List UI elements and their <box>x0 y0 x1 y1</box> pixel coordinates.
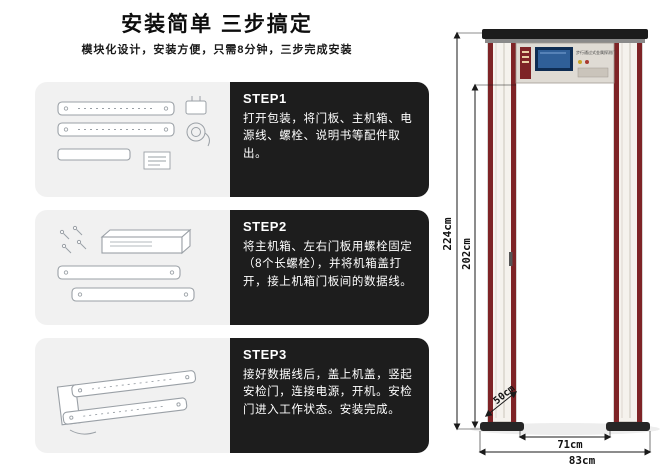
step1-illustration <box>35 82 230 197</box>
screws-icon <box>59 225 86 253</box>
step-row-2: STEP2 将主机箱、左右门板用螺栓固定（8个长螺栓），并将机箱盖打开，接上机箱… <box>35 210 429 325</box>
brand-badge <box>520 47 531 79</box>
step-row-1: STEP1 打开包装，将门板、主机箱、电源线、螺栓、说明书等配件取出。 <box>35 82 429 197</box>
dimension-lines <box>453 31 652 456</box>
outer-width-label: 83cm <box>569 454 596 466</box>
head-label: 步行通过式金属探测门 <box>576 49 616 55</box>
assembled-frame-icon <box>56 369 196 435</box>
manual-icon <box>143 151 170 169</box>
step3-text: 接好数据线后，盖上机盖，竖起安检门，连接电源，开机。安检门进入工作状态。安装完成… <box>243 369 413 416</box>
step3-label: STEP3 <box>243 347 287 362</box>
inner-height-label: 202cm <box>461 238 473 270</box>
step2-text: 将主机箱、左右门板用螺栓固定（8个长螺栓），并将机箱盖打开，接上机箱门板间的数据… <box>243 241 413 288</box>
step3-illustration <box>35 338 230 453</box>
right-pillar <box>613 35 643 423</box>
step2-illustration <box>35 210 230 325</box>
cable-icon <box>69 429 96 435</box>
power-adapter-icon <box>185 95 210 146</box>
step1-panel: STEP1 打开包装，将门板、主机箱、电源线、螺栓、说明书等配件取出。 <box>230 82 429 197</box>
left-pillar <box>487 35 517 423</box>
step2-panel: STEP2 将主机箱、左右门板用螺栓固定（8个长螺栓），并将机箱盖打开，接上机箱… <box>230 210 429 325</box>
metal-detector-image: 步行通过式金属探测门 224cm 202cm 50cm 71cm 83cm <box>441 29 660 466</box>
step2-label: STEP2 <box>243 219 287 234</box>
inner-width-label: 71cm <box>557 439 582 451</box>
outer-height-label: 224cm <box>441 217 454 250</box>
page-subtitle: 模块化设计，安装方便，只需8分钟，三步完成安装 <box>81 44 353 56</box>
main-unit-box-icon <box>100 228 191 254</box>
bolt-assembly-icon <box>56 225 195 302</box>
step1-label: STEP1 <box>243 91 287 106</box>
indicator-dot-red <box>585 60 589 64</box>
detector-head: 步行通过式金属探测门 <box>482 29 648 84</box>
lcd-display <box>535 47 573 71</box>
right-foot <box>606 422 650 431</box>
indicator-dot-yellow <box>578 60 582 64</box>
control-panel <box>577 67 609 78</box>
page-title: 安装简单 三步搞定 <box>121 13 313 36</box>
step-row-3: STEP3 接好数据线后，盖上机盖，竖起安检门，连接电源，开机。安检门进入工作状… <box>35 338 429 453</box>
step1-text: 打开包装，将门板、主机箱、电源线、螺栓、说明书等配件取出。 <box>243 113 413 160</box>
steps-list: STEP1 打开包装，将门板、主机箱、电源线、螺栓、说明书等配件取出。 <box>35 82 429 453</box>
step3-panel: STEP3 接好数据线后，盖上机盖，竖起安检门，连接电源，开机。安检门进入工作状… <box>230 338 429 453</box>
unpacked-parts-icon <box>56 95 210 169</box>
left-foot <box>480 422 524 431</box>
